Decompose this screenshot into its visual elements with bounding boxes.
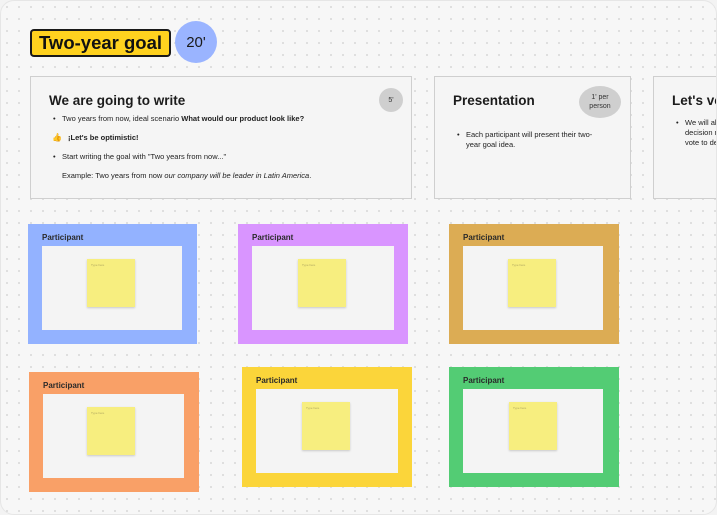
- optimistic-text: ¡Let's be optimistic!: [68, 133, 139, 142]
- frame-label: Participant: [463, 376, 505, 385]
- sticky-placeholder: Type here: [91, 411, 105, 415]
- sticky-note[interactable]: Type here: [87, 407, 135, 455]
- optimistic-row: 👍 ¡Let's be optimistic!: [52, 133, 402, 143]
- participant-frame-4[interactable]: Participant Type here: [29, 372, 199, 492]
- frame-inner[interactable]: Type here: [463, 246, 603, 330]
- sticky-note[interactable]: Type here: [298, 259, 346, 307]
- example-text: Example: Two years from now our company …: [52, 171, 402, 181]
- timer-badge[interactable]: 20': [175, 21, 217, 63]
- card-heading: Presentation: [453, 93, 535, 108]
- vote-line: decision m: [685, 128, 716, 137]
- frame-inner[interactable]: Type here: [463, 389, 603, 473]
- vote-line: We will all: [685, 118, 717, 127]
- participant-frame-1[interactable]: Participant Type here: [28, 224, 197, 344]
- instruction-card-vote[interactable]: Let's vote We will all decision m vote t…: [653, 76, 717, 199]
- participant-frame-2[interactable]: Participant Type here: [238, 224, 408, 344]
- sticky-note[interactable]: Type here: [508, 259, 556, 307]
- frame-label: Participant: [256, 376, 298, 385]
- example-end: .: [309, 171, 312, 180]
- example-now: now: [148, 171, 163, 180]
- bullet-item: Start writing the goal with "Two years f…: [52, 152, 402, 162]
- card-body: We will all decision m vote to de: [675, 118, 717, 148]
- frame-label: Participant: [43, 381, 85, 390]
- card-heading: Let's vote: [672, 93, 716, 108]
- sticky-note[interactable]: Type here: [87, 259, 135, 307]
- participant-frame-3[interactable]: Participant Type here: [449, 224, 619, 344]
- participant-frame-5[interactable]: Participant Type here: [242, 367, 412, 487]
- frame-label: Participant: [252, 233, 294, 242]
- bullet-item: Two years from now, ideal scenario What …: [52, 114, 402, 124]
- card-heading: We are going to write: [49, 93, 186, 108]
- example-italic: our company will be leader in: [162, 171, 264, 180]
- sticky-placeholder: Type here: [306, 406, 320, 410]
- sticky-placeholder: Type here: [513, 406, 527, 410]
- card-body: Each participant will present their two-…: [456, 130, 596, 159]
- sticky-placeholder: Type here: [512, 263, 526, 267]
- sticky-note[interactable]: Type here: [302, 402, 350, 450]
- sticky-placeholder: Type here: [302, 263, 316, 267]
- time-bubble: 1' per person: [579, 86, 621, 118]
- sticky-placeholder: Type here: [91, 263, 105, 267]
- bullet-item: We will all decision m vote to de: [675, 118, 717, 148]
- frame-inner[interactable]: Type here: [43, 394, 184, 478]
- sticky-note[interactable]: Type here: [509, 402, 557, 450]
- thumbs-up-icon: 👍: [52, 133, 62, 142]
- frame-inner[interactable]: Type here: [252, 246, 394, 330]
- frame-inner[interactable]: Type here: [256, 389, 398, 473]
- time-bubble: 5': [379, 88, 403, 112]
- frame-label: Participant: [42, 233, 84, 242]
- bullet-question: What would our product look like?: [181, 114, 305, 123]
- example-prefix: Example: Two years from: [62, 171, 149, 180]
- instruction-card-presentation[interactable]: Presentation 1' per person Each particip…: [434, 76, 631, 199]
- vote-line: vote to de: [685, 138, 717, 147]
- board-title[interactable]: Two-year goal: [30, 29, 172, 57]
- card-body: Two years from now, ideal scenario What …: [52, 114, 402, 181]
- instruction-card-write[interactable]: We are going to write 5' Two years from …: [30, 76, 412, 199]
- participant-frame-6[interactable]: Participant Type here: [449, 367, 619, 487]
- frame-inner[interactable]: Type here: [42, 246, 182, 330]
- bullet-text: Two years from now, ideal scenario: [62, 114, 182, 123]
- example-place: Latin America: [263, 171, 310, 180]
- bullet-item: Each participant will present their two-…: [456, 130, 596, 150]
- frame-label: Participant: [463, 233, 505, 242]
